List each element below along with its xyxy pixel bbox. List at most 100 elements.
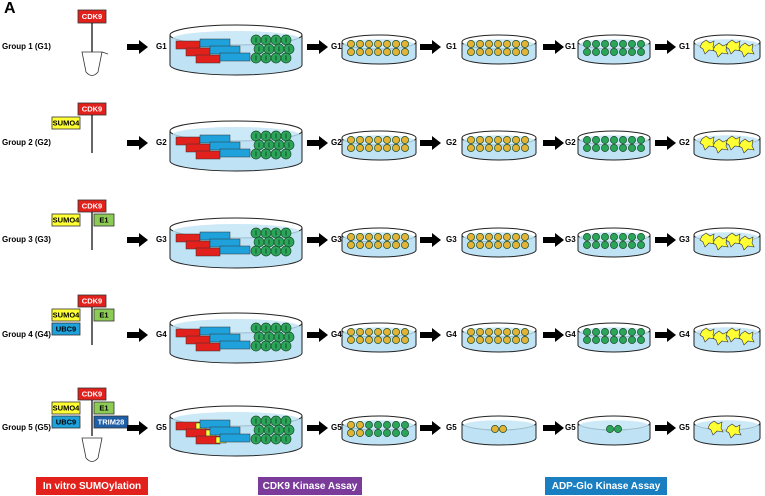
trim28-box-label: TRIM28 — [98, 417, 125, 426]
substrate-dish — [461, 322, 537, 353]
sumo4-box-label: SUMO4 — [53, 215, 81, 224]
bead-icon — [628, 48, 636, 56]
bead-icon — [583, 336, 591, 344]
bead-icon — [485, 328, 493, 336]
luminescence-icon — [725, 423, 742, 439]
reaction-dish — [169, 217, 303, 269]
bead-icon — [494, 241, 502, 249]
depletion-dish — [577, 130, 651, 161]
luminescence-icon — [738, 235, 755, 251]
bead-icon — [365, 48, 373, 56]
group-code-4: G4 — [565, 330, 576, 339]
bead-icon — [485, 136, 493, 144]
bead-icon — [503, 48, 511, 56]
arrow-icon — [655, 40, 676, 54]
luminescence-icon — [707, 420, 724, 436]
luminescence-icon — [712, 330, 729, 346]
group-code-3: G3 — [446, 235, 457, 244]
bead-icon — [365, 40, 373, 48]
bead-icon — [512, 48, 520, 56]
substrate-protein — [219, 245, 251, 255]
group-code-2: G3 — [331, 235, 342, 244]
luminescence-dish — [693, 130, 761, 161]
e1-box-label: E1 — [99, 310, 108, 319]
substrate-protein — [219, 52, 251, 62]
bead-icon — [583, 40, 591, 48]
bead-icon — [491, 425, 499, 433]
bead-icon — [383, 48, 391, 56]
arrow-icon — [420, 136, 441, 150]
bead-icon — [610, 328, 618, 336]
bead-icon — [583, 144, 591, 152]
bead-icon — [401, 144, 409, 152]
bead-icon — [628, 241, 636, 249]
ubc9-box-label: UBC9 — [56, 417, 76, 426]
bead-icon — [606, 425, 614, 433]
bead-icon — [619, 40, 627, 48]
bead-icon — [401, 233, 409, 241]
bead-icon — [512, 241, 520, 249]
kinase-dish — [341, 415, 417, 446]
bead-icon — [592, 241, 600, 249]
arrow-icon — [420, 40, 441, 54]
arrow-icon — [307, 328, 328, 342]
bead-icon — [356, 421, 364, 429]
bead-icon — [637, 40, 645, 48]
substrate-dish — [461, 227, 537, 258]
bead-icon — [521, 241, 529, 249]
bead-icon — [601, 328, 609, 336]
bead-icon — [583, 241, 591, 249]
bead-icon — [485, 241, 493, 249]
bead-icon — [503, 328, 511, 336]
bead-icon — [401, 40, 409, 48]
bead-icon — [374, 328, 382, 336]
bead-icon — [392, 40, 400, 48]
bead-icon — [467, 40, 475, 48]
bead-icon — [494, 48, 502, 56]
cdk9-box-label: CDK9 — [82, 296, 102, 305]
arrow-icon — [655, 233, 676, 247]
bead-icon — [619, 136, 627, 144]
bead-icon — [476, 336, 484, 344]
arrow-icon — [655, 328, 676, 342]
reaction-dish — [169, 120, 303, 172]
depletion-dish — [577, 415, 651, 446]
bead-icon — [592, 233, 600, 241]
cdk9-box-label: CDK9 — [82, 201, 102, 210]
bead-icon — [503, 336, 511, 344]
sumo4-box — [51, 213, 81, 227]
arrow-icon — [543, 421, 564, 435]
bead-icon — [592, 48, 600, 56]
bead-icon — [392, 241, 400, 249]
bead-icon — [365, 328, 373, 336]
group-code-1: G4 — [156, 330, 167, 339]
bead-icon — [619, 241, 627, 249]
bead-icon — [401, 429, 409, 437]
sumo4-box — [51, 401, 81, 415]
arrow-icon — [127, 40, 148, 54]
bead-icon — [485, 233, 493, 241]
bead-icon — [401, 136, 409, 144]
bead-icon — [476, 40, 484, 48]
group-code-2: G2 — [331, 138, 342, 147]
luminescence-dish — [693, 34, 761, 65]
bead-icon — [601, 144, 609, 152]
bead-icon — [503, 241, 511, 249]
bead-icon — [383, 429, 391, 437]
group-code-4: G2 — [565, 138, 576, 147]
bead-icon — [476, 328, 484, 336]
bead-icon — [365, 421, 373, 429]
cdk9-protein — [195, 247, 221, 257]
group-code-4: G3 — [565, 235, 576, 244]
substrate-protein — [219, 433, 251, 443]
bead-icon — [392, 336, 400, 344]
e1-box — [93, 213, 115, 227]
reaction-dish — [169, 405, 303, 457]
bead-icon — [485, 48, 493, 56]
e1-box — [93, 401, 115, 415]
bead-icon — [619, 336, 627, 344]
arrow-icon — [543, 233, 564, 247]
bead-icon — [521, 328, 529, 336]
